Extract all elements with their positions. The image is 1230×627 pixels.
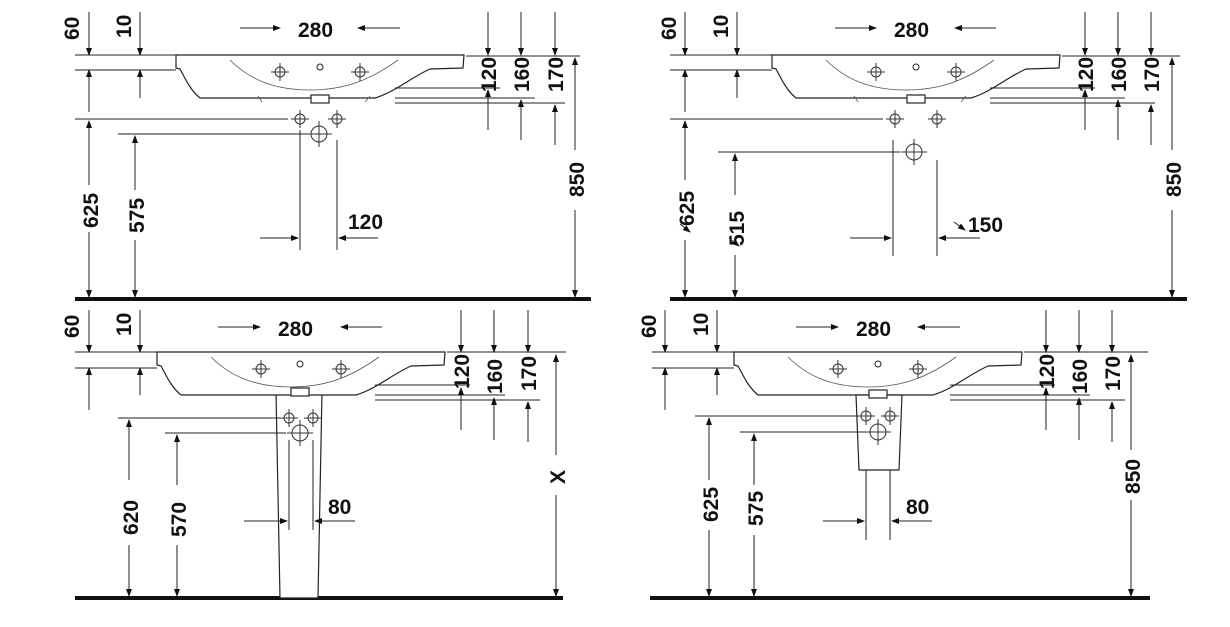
semi-pedestal-cover bbox=[855, 389, 903, 471]
dim-160: 160 bbox=[1108, 57, 1131, 92]
washbasin-outline bbox=[733, 351, 1023, 396]
dim-625: 625 bbox=[700, 487, 723, 522]
dim-625: 625 bbox=[80, 193, 103, 228]
dim-170: 170 bbox=[518, 356, 541, 391]
dim-10: 10 bbox=[113, 15, 136, 38]
dim-280: 280 bbox=[856, 318, 891, 341]
dim-575: 575 bbox=[126, 198, 149, 233]
panel-semi-pedestal: 60 10 280 120 160 170 850 625 575 80 bbox=[638, 310, 1150, 600]
dim-80: 80 bbox=[328, 496, 351, 519]
dim-120: 120 bbox=[451, 354, 474, 389]
dim-120: 120 bbox=[478, 57, 501, 92]
dim-620: 620 bbox=[120, 500, 143, 535]
dim-850: 850 bbox=[1122, 459, 1145, 494]
washbasin-outline bbox=[156, 351, 446, 397]
dim-150: 150 bbox=[968, 214, 1003, 237]
dim-160: 160 bbox=[511, 57, 534, 92]
dim-160: 160 bbox=[1069, 359, 1092, 394]
dim-120: 120 bbox=[1036, 354, 1059, 389]
dim-280: 280 bbox=[278, 318, 313, 341]
dim-515: 515 bbox=[726, 211, 749, 246]
dim-625: 625 bbox=[676, 191, 699, 226]
panel-pedestal: 60 10 280 120 160 170 X 620 570 80 bbox=[61, 310, 570, 600]
panel-wall-mounted-offset: 60 10 280 120 160 170 850 625 515 bbox=[658, 12, 1187, 301]
dim-10: 10 bbox=[113, 313, 136, 336]
dim-280: 280 bbox=[298, 19, 333, 42]
dim-x: X bbox=[547, 470, 570, 484]
dim-570: 570 bbox=[168, 502, 191, 537]
dim-60: 60 bbox=[658, 17, 681, 40]
dim-850: 850 bbox=[566, 162, 589, 197]
dim-10: 10 bbox=[710, 15, 733, 38]
washbasin-outline bbox=[771, 54, 1061, 104]
dim-60: 60 bbox=[61, 315, 84, 338]
dim-170: 170 bbox=[1102, 356, 1125, 391]
dim-280: 280 bbox=[894, 19, 929, 42]
dim-575: 575 bbox=[745, 491, 768, 526]
dim-120: 120 bbox=[1075, 57, 1098, 92]
dim-160: 160 bbox=[484, 359, 507, 394]
dim-80: 80 bbox=[906, 496, 929, 519]
dim-60: 60 bbox=[638, 315, 661, 338]
dim-170: 170 bbox=[1141, 57, 1164, 92]
dim-60: 60 bbox=[61, 17, 84, 40]
dim-120-horizontal: 120 bbox=[348, 211, 383, 234]
dim-10: 10 bbox=[690, 313, 713, 336]
dim-850: 850 bbox=[1163, 162, 1186, 197]
washbasin-outline bbox=[175, 54, 465, 104]
dim-170: 170 bbox=[545, 57, 568, 92]
panel-wall-mounted-siphon: 60 10 280 120 160 170 850 625 575 120 bbox=[61, 12, 591, 301]
